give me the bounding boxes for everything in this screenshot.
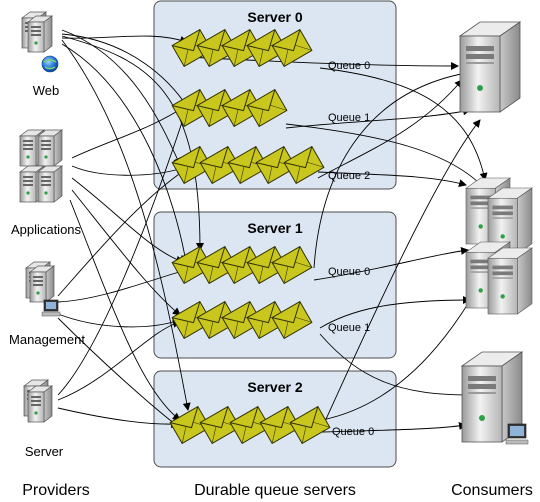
provider-applications-label: Applications [11,222,82,237]
management-workstation-icon [25,261,61,317]
provider-server-label: Server [25,444,64,459]
tower-server-cluster-icon [465,177,533,315]
provider-management-label: Management [9,332,85,347]
server-0-queue-2-label: Queue 2 [328,170,370,182]
server-icon [23,379,53,423]
server-1-queue-1-messages [171,301,313,339]
server-cluster-icon [19,129,63,203]
server-2-queue-0-label: Queue 0 [332,426,374,438]
server-0-queue-0-label: Queue 0 [328,60,370,72]
server-0-title: Server 0 [247,9,302,25]
durable-queue-servers-heading: Durable queue servers [194,482,356,499]
server-1-queue-0-label: Queue 0 [328,266,370,278]
server-0-queue-1-label: Queue 1 [328,112,370,124]
server-1-queue-0-messages [171,246,313,284]
consumer-workstation-icon [461,351,529,445]
server-1-queue-1-label: Queue 1 [328,322,370,334]
tower-server-icon [459,21,521,113]
provider-web-label: Web [33,83,60,98]
server-1-title: Server 1 [247,220,302,236]
server-0-queue-0-messages [171,29,313,67]
web-server-globe-icon [21,11,59,73]
consumers-heading: Consumers [451,482,533,499]
server-2-title: Server 2 [247,379,302,395]
message-flow-arrows [57,29,489,433]
providers-heading: Providers [22,482,90,499]
